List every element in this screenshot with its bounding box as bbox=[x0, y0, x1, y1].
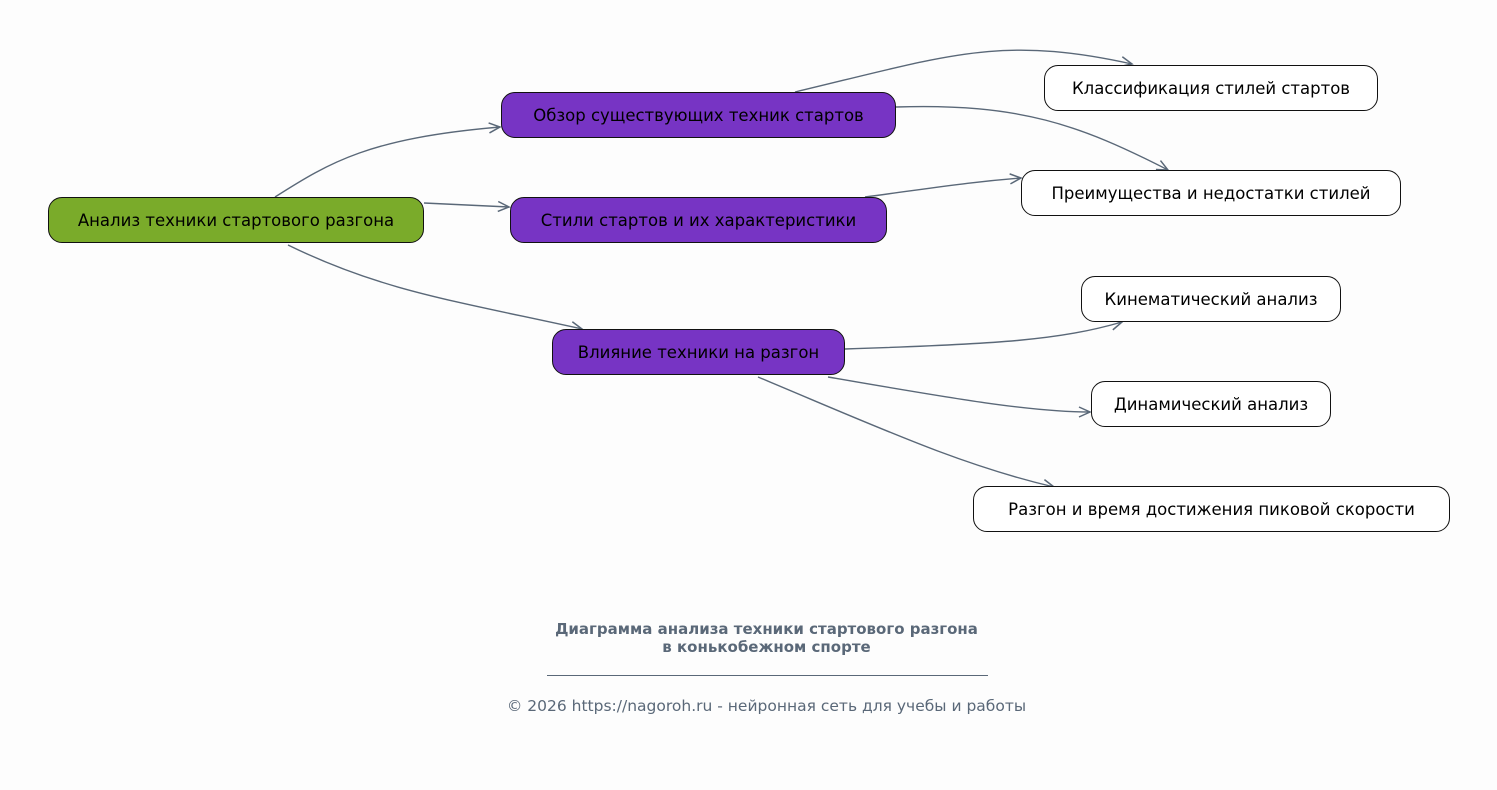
diagram-title: Диаграмма анализа техники стартового раз… bbox=[0, 620, 1497, 656]
node-dynamic[interactable]: Динамический анализ bbox=[1091, 381, 1331, 427]
edge-influence-dynamic bbox=[827, 376, 1092, 418]
title-line-2: в конькобежном спорте bbox=[662, 638, 871, 656]
edge-root-influence bbox=[287, 244, 584, 333]
copyright: © 2026 https://nagoroh.ru - нейронная се… bbox=[506, 697, 1027, 715]
node-overview[interactable]: Обзор существующих техник стартов bbox=[501, 92, 896, 138]
edge-overview-classification bbox=[794, 49, 1134, 93]
node-root[interactable]: Анализ техники стартового разгона bbox=[48, 197, 424, 243]
title-line-1: Диаграмма анализа техники стартового раз… bbox=[555, 620, 978, 638]
edge-styles-proscons bbox=[864, 173, 1023, 198]
edge-overview-proscons bbox=[895, 105, 1170, 171]
node-influence[interactable]: Влияние техники на разгон bbox=[552, 329, 845, 375]
node-styles[interactable]: Стили стартов и их характеристики bbox=[510, 197, 887, 243]
edge-influence-kinematic bbox=[844, 319, 1124, 350]
edge-influence-peak bbox=[757, 376, 1056, 491]
edge-root-overview bbox=[274, 122, 502, 198]
node-kinematic[interactable]: Кинематический анализ bbox=[1081, 276, 1341, 322]
node-pros-cons[interactable]: Преимущества и недостатки стилей bbox=[1021, 170, 1401, 216]
node-peak[interactable]: Разгон и время достижения пиковой скорос… bbox=[973, 486, 1450, 532]
node-classification[interactable]: Классификация стилей стартов bbox=[1044, 65, 1378, 111]
edge-root-styles bbox=[423, 200, 511, 213]
divider bbox=[547, 675, 988, 676]
